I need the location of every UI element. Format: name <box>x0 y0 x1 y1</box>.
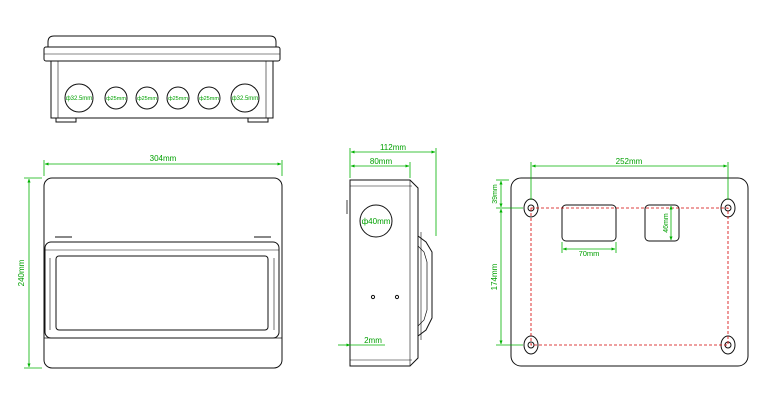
front-view-door <box>44 241 280 339</box>
side-view-dimension-labels: 112mm 80mm ф40mm 2mm <box>362 143 407 345</box>
side-knockout-hole <box>359 204 393 238</box>
side-view <box>346 179 433 367</box>
top-view-foot-right <box>247 117 269 123</box>
hole-label: ф25mm <box>106 96 126 102</box>
front-view-door-window <box>55 255 269 331</box>
back-slot-width-label: 70mm <box>579 249 600 258</box>
front-height-label: 240mm <box>17 259 26 286</box>
back-view-dimension-labels: 252mm 39mm 174mm 70mm 46mm <box>490 157 670 290</box>
knockout-hole <box>166 86 190 110</box>
screw-hole <box>394 294 400 300</box>
back-view <box>510 177 749 367</box>
front-view-dimensions <box>24 160 283 369</box>
knockout-hole <box>135 86 159 110</box>
top-view-hole-labels: ф32.5mm ф25mm ф25mm ф25mm ф25mm ф32.5mm <box>66 96 259 102</box>
hole-label: ф25mm <box>199 96 219 102</box>
hole-label: ф32.5mm <box>232 96 259 102</box>
front-view-housing <box>43 177 283 369</box>
front-width-label: 304mm <box>150 154 177 163</box>
screw-hole <box>370 294 376 300</box>
front-view <box>43 177 283 369</box>
hole-label: ф32.5mm <box>66 96 93 102</box>
back-view-mount-lines <box>530 207 729 346</box>
knockout-hole <box>104 86 128 110</box>
side-view-dimensions <box>338 148 437 347</box>
top-view <box>43 35 281 123</box>
side-depth-label: 112mm <box>380 143 406 152</box>
cable-slot-right <box>644 204 680 242</box>
side-view-body <box>349 179 419 367</box>
cable-slot-left <box>561 204 617 242</box>
side-body-depth-label: 80mm <box>370 157 393 166</box>
hole-label: ф25mm <box>168 96 188 102</box>
side-view-door-profile <box>417 235 433 337</box>
knockout-hole <box>197 86 221 110</box>
side-hole-label: ф40mm <box>362 217 391 226</box>
back-view-panel <box>510 177 749 367</box>
back-slot-height-label: 46mm <box>663 213 670 233</box>
top-view-lid <box>47 35 277 48</box>
back-mount-width-label: 252mm <box>616 157 643 166</box>
top-view-body <box>50 60 274 119</box>
hole-label: ф25mm <box>137 96 157 102</box>
back-top-offset-label: 39mm <box>492 184 499 204</box>
back-mount-height-label: 174mm <box>490 263 499 290</box>
top-view-foot-left <box>55 117 77 123</box>
mount-pattern <box>530 207 729 346</box>
back-view-dimensions <box>496 162 729 346</box>
knockout-hole <box>230 83 260 113</box>
side-offset-label: 2mm <box>364 336 382 345</box>
front-view-dimension-labels: 304mm 240mm <box>17 154 177 286</box>
knockout-hole <box>64 83 94 113</box>
